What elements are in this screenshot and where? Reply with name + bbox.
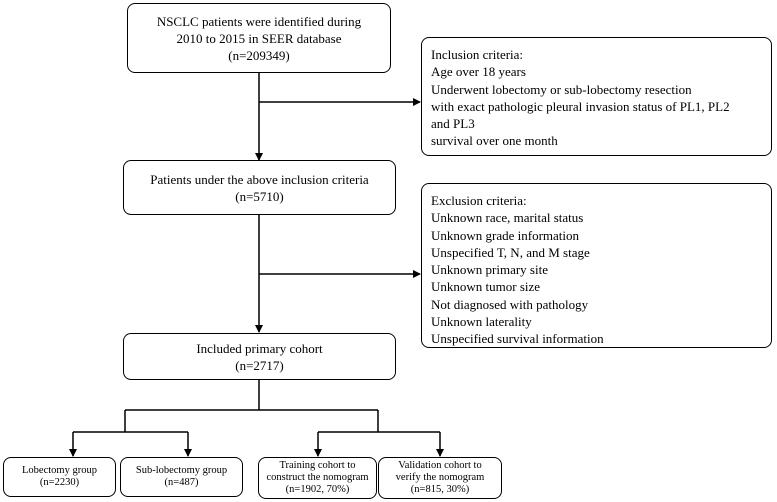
box-training-cohort: Training cohort to construct the nomogra… (258, 457, 377, 499)
box-exclusion-criteria: Exclusion criteria: Unknown race, marita… (421, 183, 772, 348)
exclusion-title: Exclusion criteria: (431, 193, 527, 208)
box-text-line: (n=815, 30%) (410, 484, 470, 495)
box-text-line: (n=5710) (235, 188, 284, 204)
box-text-line: (n=2717) (235, 357, 284, 373)
box-text-line: Sub-lobectomy group (135, 465, 228, 476)
box-after-inclusion: Patients under the above inclusion crite… (123, 160, 396, 215)
inclusion-item: with exact pathologic pleural invasion s… (431, 98, 730, 114)
box-text-line: NSCLC patients were identified during (156, 13, 362, 29)
box-text-line: Patients under the above inclusion crite… (150, 171, 369, 187)
box-text-line: Lobectomy group (22, 465, 97, 476)
box-text-line: (n=2230) (39, 477, 80, 488)
box-identified-patients: NSCLC patients were identified during 20… (127, 3, 391, 73)
box-text-line: Validation cohort to (398, 460, 482, 471)
inclusion-item: and PL3 (431, 116, 475, 132)
exclusion-item: Unknown tumor size (431, 279, 541, 295)
box-text-line: Included primary cohort (196, 340, 323, 356)
box-text-line: Training cohort to (279, 460, 356, 471)
box-sublobectomy-group: Sub-lobectomy group (n=487) (120, 457, 243, 497)
exclusion-item: Unknown race, marital status (431, 210, 584, 226)
exclusion-item: Not diagnosed with pathology (431, 296, 589, 312)
exclusion-item: Unknown primary site (431, 262, 548, 278)
box-text-line: (n=487) (164, 477, 199, 488)
box-text-line: (n=1902, 70%) (285, 484, 350, 495)
exclusion-item: Unspecified survival information (431, 331, 604, 347)
exclusion-item: Unknown laterality (431, 314, 532, 330)
inclusion-item: Underwent lobectomy or sub-lobectomy res… (431, 81, 692, 97)
box-inclusion-criteria: Inclusion criteria: Age over 18 years Un… (421, 37, 772, 156)
box-validation-cohort: Validation cohort to verify the nomogram… (378, 457, 502, 499)
inclusion-title: Inclusion criteria: (431, 47, 524, 62)
box-text-line: 2010 to 2015 in SEER database (176, 30, 342, 46)
box-text-line: (n=209349) (228, 47, 290, 63)
box-text-line: construct the nomogram (266, 472, 369, 483)
box-text-line: verify the nomogram (395, 472, 485, 483)
box-lobectomy-group: Lobectomy group (n=2230) (3, 457, 116, 497)
exclusion-item: Unspecified T, N, and M stage (431, 244, 590, 260)
box-primary-cohort: Included primary cohort (n=2717) (123, 333, 396, 380)
inclusion-item: Age over 18 years (431, 64, 526, 80)
exclusion-item: Unknown grade information (431, 227, 580, 243)
inclusion-item: survival over one month (431, 133, 558, 149)
